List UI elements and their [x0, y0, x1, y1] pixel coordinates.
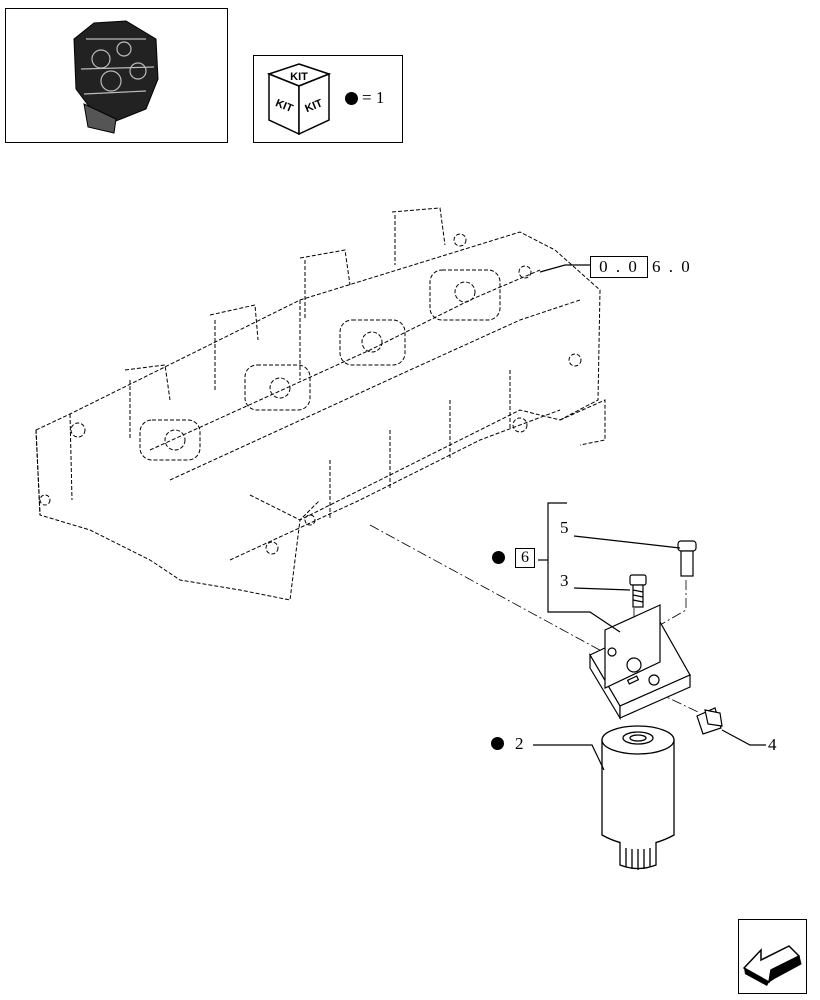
part-2-kit-bullet-icon: [491, 737, 504, 750]
filter-part-2: [601, 725, 675, 870]
part-label-4[interactable]: 4: [768, 735, 777, 754]
part-label-2[interactable]: 2: [515, 734, 524, 753]
kit-face-top: KIT: [290, 71, 308, 83]
part-label-3[interactable]: 3: [560, 571, 569, 590]
kit-equals-text: = 1: [362, 88, 385, 107]
group-number-box[interactable]: 6: [515, 548, 535, 568]
screw-part-5: [677, 540, 697, 577]
kit-legend-frame: KIT KIT KIT = 1: [253, 55, 403, 143]
group-kit-bullet-icon: [492, 551, 505, 564]
reference-boxed-part[interactable]: 0 . 0: [590, 256, 648, 278]
kit-cube-icon: KIT KIT KIT: [266, 63, 332, 136]
engine-thumbnail-frame: [5, 8, 228, 143]
screw-part-3: [629, 574, 647, 608]
part-label-5[interactable]: 5: [560, 518, 569, 537]
cylinder-head-outline: [35, 207, 606, 601]
next-page-button[interactable]: [738, 919, 807, 994]
kit-bullet-icon: [345, 92, 358, 105]
bolt-part-4: [696, 707, 723, 735]
next-page-arrow-icon: [742, 945, 802, 986]
engine-thumbnail-icon: [73, 20, 159, 134]
reference-suffix: 6 . 0: [652, 257, 692, 276]
bracket-part: [589, 604, 691, 721]
